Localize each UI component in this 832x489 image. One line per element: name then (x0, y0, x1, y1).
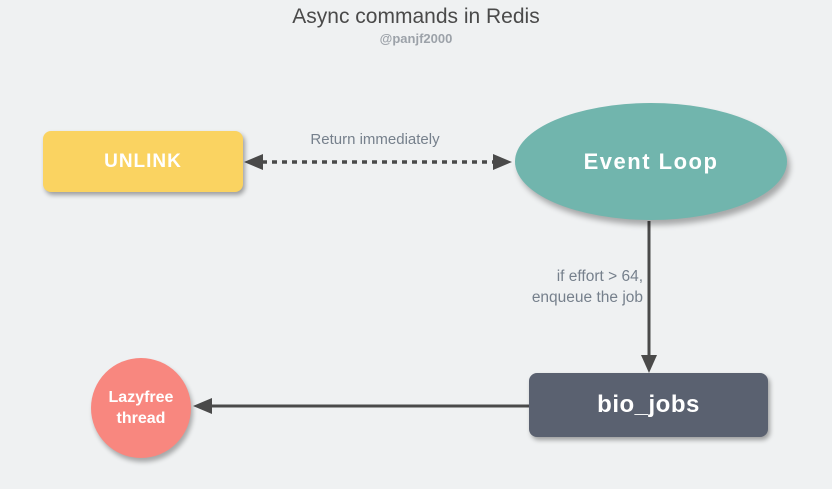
edge-label-enqueue: if effort > 64, enqueue the job (443, 266, 643, 308)
dashed-arrow-unlink-eventloop (244, 154, 512, 170)
node-lazyfree-thread: Lazyfree thread (91, 358, 191, 458)
edge-label-enqueue-line1: if effort > 64, (556, 268, 643, 285)
arrowhead-down-icon (641, 355, 657, 373)
arrowhead-left-icon (244, 154, 263, 170)
node-lazyfree-label-line2: thread (116, 410, 166, 427)
diagram-title: Async commands in Redis (292, 5, 540, 28)
node-bio-jobs: bio_jobs (529, 373, 768, 437)
arrow-biojobs-lazyfree (193, 398, 529, 414)
arrow-eventloop-biojobs (641, 221, 657, 373)
edge-label-return-immediately: Return immediately (310, 131, 440, 148)
edge-label-enqueue-line2: enqueue the job (531, 289, 643, 306)
node-unlink: UNLINK (43, 131, 243, 192)
node-bio-jobs-label: bio_jobs (597, 391, 700, 418)
diagram-subtitle: @panjf2000 (379, 31, 453, 46)
arrowhead-left-icon (193, 398, 212, 414)
node-event-loop-label: Event Loop (583, 148, 719, 174)
node-event-loop: Event Loop (515, 103, 787, 220)
arrowhead-right-icon (493, 154, 512, 170)
node-lazyfree-label-line1: Lazyfree (108, 389, 174, 406)
node-unlink-label: UNLINK (104, 150, 182, 172)
